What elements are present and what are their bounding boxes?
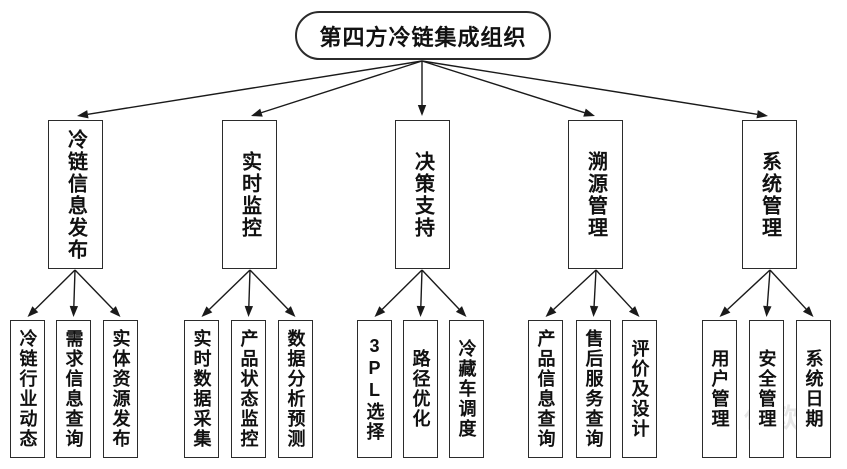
leaf-node-product-status-monitoring: 产品状态监控 (231, 320, 266, 458)
branch-label: 决策支持 (411, 150, 434, 239)
leaf-label: 实时数据采集 (191, 329, 212, 449)
leaf-label: 数据分析预测 (285, 329, 306, 449)
leaf-node-entity-resource-release: 实体资源发布 (103, 320, 138, 458)
leaf-node-data-analysis-forecast: 数据分析预测 (278, 320, 313, 458)
leaf-node-user-management: 用户管理 (702, 320, 737, 458)
root-label: 第四方冷链集成组织 (319, 24, 527, 50)
branch-label: 系统管理 (758, 150, 781, 239)
leaf-label: 需求信息查询 (63, 329, 84, 449)
leaf-node-product-info-query: 产品信息查询 (528, 320, 563, 458)
branch-node-system-management: 系统管理 (742, 120, 797, 269)
branch-node-realtime-monitoring: 实时监控 (222, 120, 277, 269)
leaf-node-route-optimization: 路径优化 (403, 320, 438, 458)
leaf-node-3pl-selection: 3PL选择 (357, 320, 392, 458)
branch-label: 冷链信息发布 (64, 128, 87, 261)
leaf-label: 系统日期 (803, 349, 824, 429)
leaf-label: 评价及设计 (629, 339, 650, 439)
leaf-label: 售后服务查询 (583, 329, 604, 449)
leaf-node-realtime-data-collection: 实时数据采集 (184, 320, 219, 458)
leaf-node-industry-trends: 冷链行业动态 (10, 320, 45, 458)
leaf-label: 冷藏车调度 (456, 339, 477, 439)
leaf-node-demand-info-query: 需求信息查询 (56, 320, 91, 458)
branch-node-traceability-management: 溯源管理 (568, 120, 623, 269)
branch-node-decision-support: 决策支持 (395, 120, 450, 269)
leaf-label: 路径优化 (410, 349, 431, 429)
leaf-node-reefer-truck-dispatch: 冷藏车调度 (449, 320, 484, 458)
leaf-label: 实体资源发布 (110, 329, 131, 449)
leaf-label: 产品状态监控 (238, 329, 259, 449)
leaf-label: 安全管理 (756, 349, 777, 429)
root-node: 第四方冷链集成组织 (295, 11, 551, 60)
leaf-node-system-date: 系统日期 (796, 320, 831, 458)
leaf-label: 产品信息查询 (535, 329, 556, 449)
leaf-node-after-sales-query: 售后服务查询 (576, 320, 611, 458)
leaf-node-security-management: 安全管理 (749, 320, 784, 458)
leaf-label: 用户管理 (709, 349, 730, 429)
branch-label: 溯源管理 (584, 150, 607, 239)
leaf-node-evaluation-design: 评价及设计 (622, 320, 657, 458)
branch-label: 实时监控 (238, 150, 261, 239)
leaf-label: 3PL选择 (364, 336, 385, 442)
branch-node-cold-chain-info-release: 冷链信息发布 (48, 120, 103, 269)
leaf-label: 冷链行业动态 (17, 329, 38, 449)
